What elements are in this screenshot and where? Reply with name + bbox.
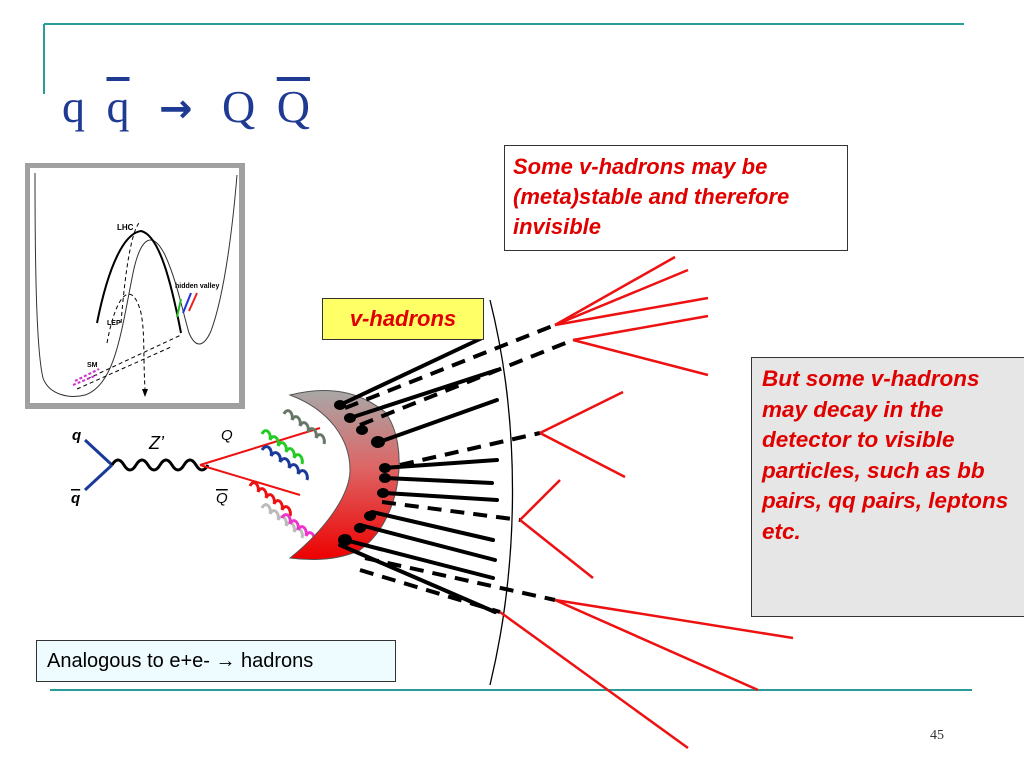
gluon-green [260,429,304,465]
lhc-label: LHC [117,223,134,232]
z-prime-label: Z’ [148,433,165,453]
vhadrons-label: v-hadrons [322,298,484,340]
page-number: 45 [930,728,944,743]
gluon-grey [260,503,304,539]
gluon-red [248,481,292,517]
title-Qbar: Q [276,81,310,132]
Q-label: Q [221,427,233,444]
z-boson-wavy-line [110,458,210,472]
hidden-valley-label: hidden valley [175,283,219,290]
title-qbar: q [106,81,130,132]
callout-decaying-vhadrons: But some v-hadrons may decay in the dete… [751,357,1024,617]
inset-potential-diagram: LHC hidden valley LEP SM [25,163,245,409]
quark-line-in [83,438,114,467]
title-Q: Q [222,81,256,132]
lep-label: LEP [107,320,121,327]
heavy-quark-line [199,427,321,466]
q-label: q [72,427,81,444]
detector-boundary [489,299,514,686]
decay-products [499,255,794,750]
callout-stable-vhadrons: Some v-hadrons may be (meta)stable and t… [504,145,848,251]
slide-title: q q → Q Q [62,80,310,133]
gluon-magenta [280,513,316,543]
gluon-blue [260,445,309,481]
heavy-antiquark-line [199,464,301,496]
Qbar-label: Q [216,490,228,507]
feynman-diagram: q q Z’ Q Q [71,409,326,543]
antiquark-line-in [83,463,114,492]
title-q: q [62,81,85,132]
qbar-label: q [71,490,80,507]
analogous-note: Analogous to e+e- → hadrons [36,640,396,682]
arrow-icon: → [159,86,193,132]
sm-label: SM [87,362,98,369]
gluon-grey-green [282,409,326,445]
jet-lines-dashed [344,323,574,614]
hadron-dots [334,400,391,546]
